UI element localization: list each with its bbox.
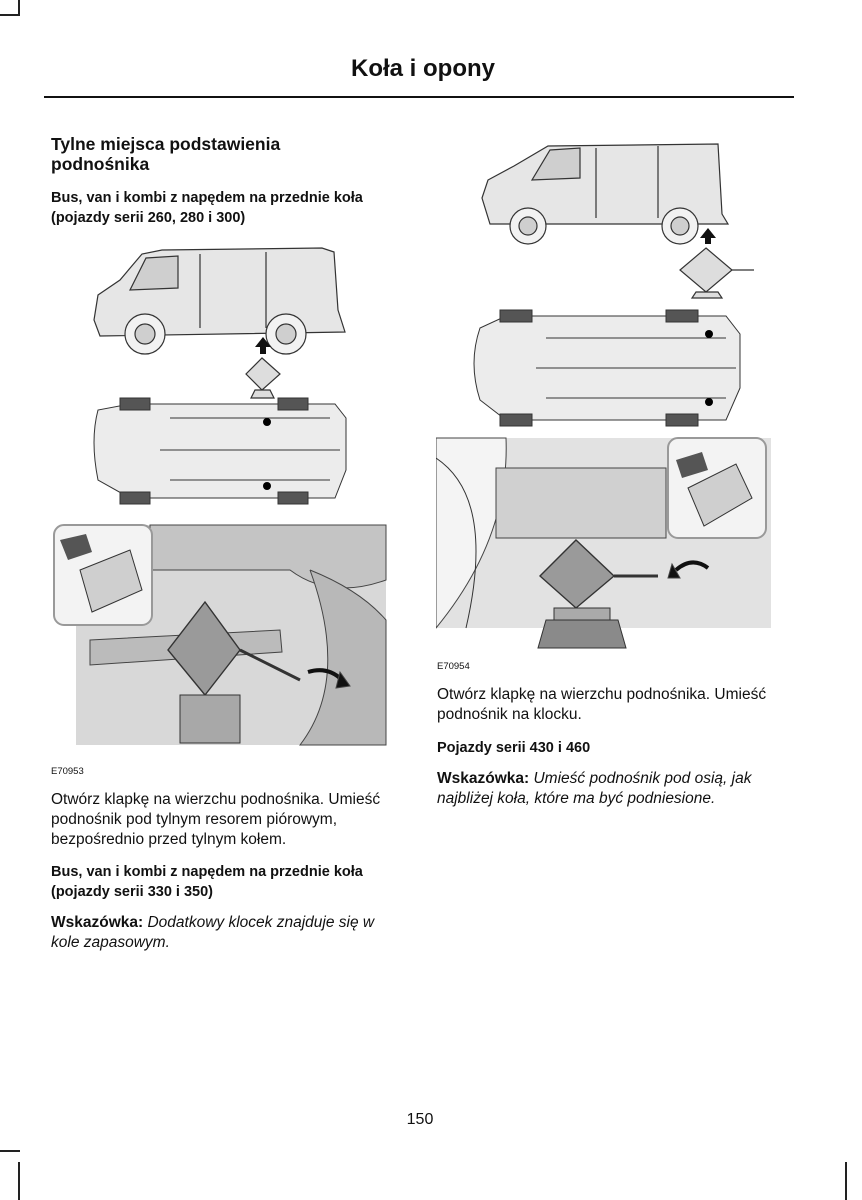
crop-mark-top-left-h [0, 14, 20, 16]
left-figure-code: E70953 [51, 766, 84, 777]
left-note: Wskazówka: Dodatkowy klocek znajduje się… [51, 913, 401, 953]
jack-inset [53, 524, 153, 626]
left-note-text: Dodatkowy klocek znajduje się w kole zap… [51, 914, 375, 951]
van-underside-view [473, 309, 741, 427]
page-number: 150 [406, 1111, 434, 1128]
crop-mark-bottom-left-h [0, 1150, 20, 1152]
left-body-text: Otwórz klapkę na wierzchu podnośnika. Um… [51, 791, 381, 848]
right-figure-illustration [436, 143, 771, 649]
jack-point-marker [263, 418, 271, 426]
right-note: Wskazówka: Umieść podnośnik pod osią, ja… [437, 769, 797, 809]
left-note-label: Wskazówka: [51, 914, 144, 931]
jack-point-marker [705, 330, 713, 338]
left-subhead-1: Bus, van i kombi z napędem na przednie k… [51, 190, 363, 226]
left-figure-illustration [53, 247, 387, 746]
page-title: Koła i opony [351, 55, 495, 82]
section-heading: Tylne miejsca podstawienia podnośnika [51, 134, 281, 174]
crop-mark-bottom-left [18, 1162, 20, 1200]
title-rule [44, 96, 794, 98]
van-side-view [481, 143, 730, 245]
right-figure-code: E70954 [437, 661, 470, 672]
van-underside-view [93, 397, 347, 505]
jack-inset [667, 437, 767, 539]
up-arrow-icon [255, 337, 271, 354]
up-arrow-icon [700, 228, 716, 244]
crop-mark-top-left [18, 0, 20, 14]
van-side-view [93, 247, 346, 355]
jack-point-marker [705, 398, 713, 406]
right-body-text: Otwórz klapkę na wierzchu podnośnika. Um… [437, 686, 767, 723]
jack-small [245, 357, 281, 399]
left-subhead-2: Bus, van i kombi z napędem na przednie k… [51, 864, 363, 900]
right-note-label: Wskazówka: [437, 770, 530, 787]
right-note-text: Umieść podnośnik pod osią, jak najbliżej… [437, 770, 752, 807]
right-subhead: Pojazdy serii 430 i 460 [437, 740, 591, 756]
jack-point-marker [263, 482, 271, 490]
jack-closeup [76, 524, 387, 746]
jack-small [679, 247, 754, 299]
crop-mark-bottom-right [845, 1162, 847, 1200]
